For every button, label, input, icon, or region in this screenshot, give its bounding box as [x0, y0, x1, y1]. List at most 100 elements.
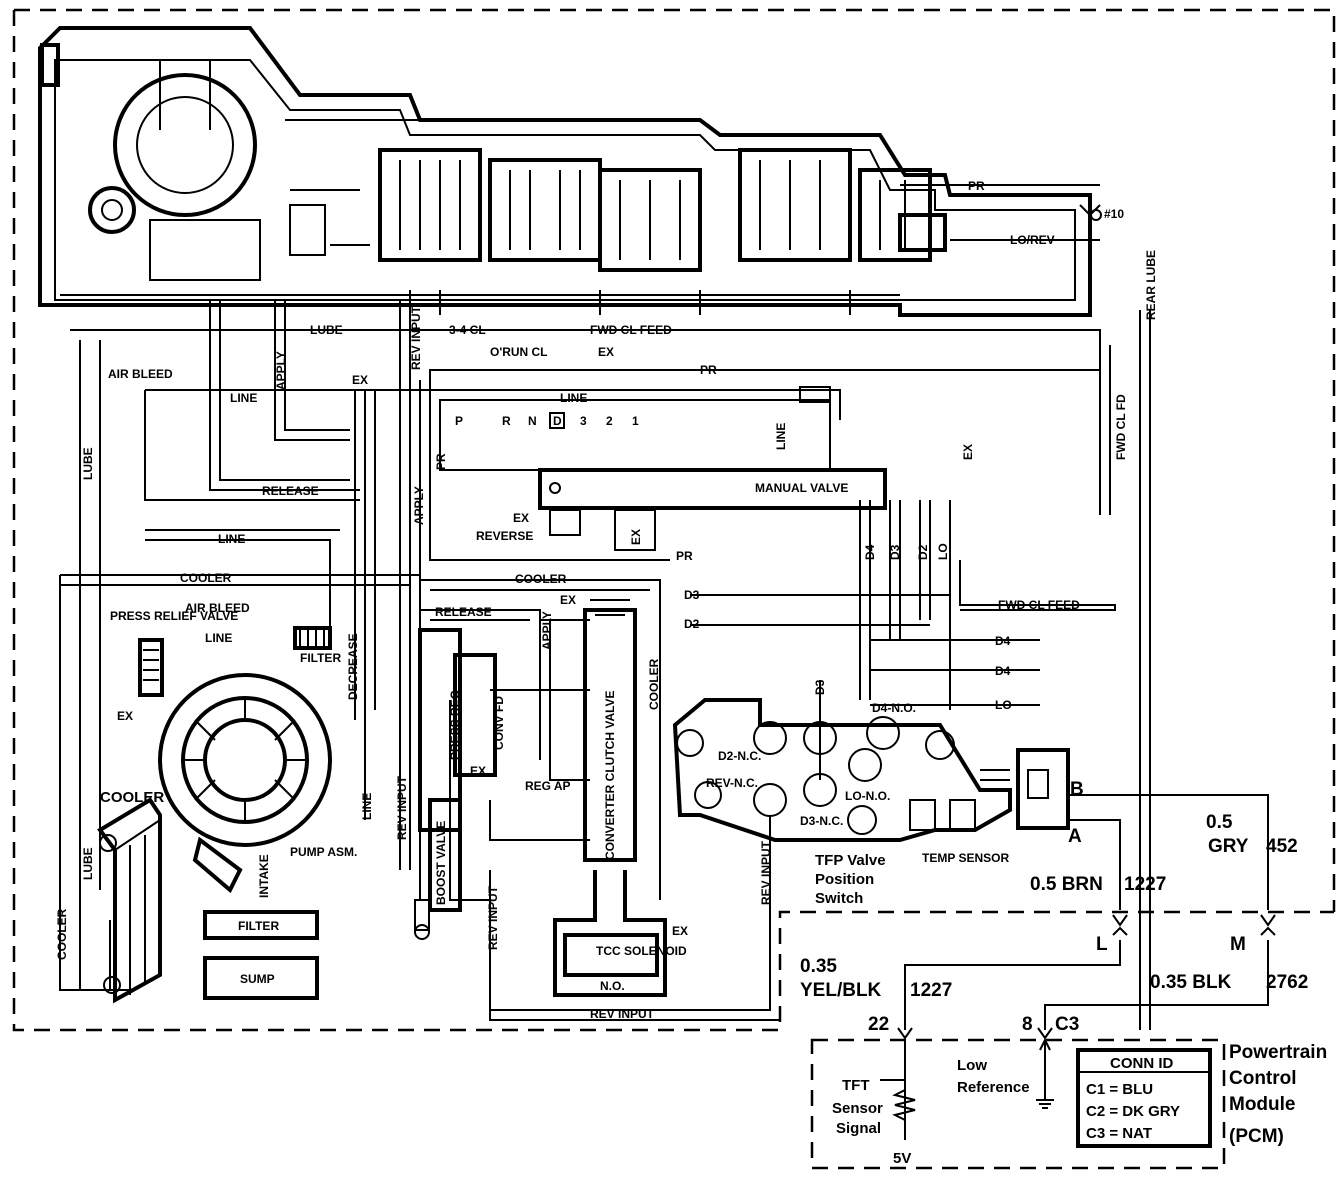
lube-vertical-label: LUBE	[81, 447, 95, 480]
prndl-p: P	[455, 414, 463, 428]
temp-sensor-label: TEMP SENSOR	[922, 851, 1009, 865]
d2-label: D2	[684, 617, 700, 631]
line-decrease-label: LINE	[360, 793, 374, 820]
filter-label: FILTER	[238, 919, 279, 933]
5v-label: 5V	[893, 1150, 911, 1167]
prndl-3: 3	[580, 414, 587, 428]
cooler-valve-label: COOLER	[647, 658, 661, 710]
hydraulic-labels: LUBE 3-4 CL FWD CL FEED O'RUN CL EX PR P…	[55, 179, 1158, 1021]
pr-lower-label: PR	[676, 549, 693, 563]
apply-lower-label: APPLY	[540, 611, 554, 650]
ex-right-label: EX	[961, 444, 975, 460]
pump-asm-label: PUMP ASM.	[290, 845, 357, 859]
press-reg-label: PRESS REG	[448, 690, 462, 760]
d4-upper-label: D4	[995, 634, 1011, 648]
d3-nc-label: D3-N.C.	[800, 814, 843, 828]
tcc-label: TCC SOLENOID	[596, 944, 687, 958]
gry-size-label: 0.5	[1206, 812, 1233, 833]
air-bleed-lower-label: AIR BLEED	[185, 601, 250, 615]
manual-valve-label: MANUAL VALVE	[755, 481, 848, 495]
conn-row-3: C3 = NAT	[1086, 1125, 1152, 1142]
apply-mid-label: APPLY	[412, 486, 426, 525]
cooler	[97, 797, 162, 1004]
blk-wire-label: 0.35 BLK	[1150, 972, 1232, 993]
prndl-n: N	[528, 414, 537, 428]
line-lower-label: LINE	[205, 631, 232, 645]
ex-reverse-label: EX	[513, 511, 529, 525]
rev-input-mid-label: REV INPUT	[395, 775, 409, 840]
d2-vertical-label: D2	[916, 544, 930, 560]
blk-circuit-label: 2762	[1266, 972, 1308, 993]
line-top-label: LINE	[230, 391, 257, 405]
electrical-wiring	[880, 794, 1269, 1140]
rev-input-right-label: REV INPUT	[759, 840, 773, 905]
pcm-labels: TFT Sensor Signal Low Reference 5V CONN …	[832, 1042, 1327, 1167]
prndl-indicator: P R N D 3 2 1	[455, 412, 639, 429]
d4-no-label: D4-N.O.	[872, 701, 916, 715]
lo-rev-label: LO/REV	[1010, 233, 1055, 247]
rev-nc-label: REV-N.C.	[706, 776, 758, 790]
sump-label: SUMP	[240, 972, 275, 986]
transmission-case	[38, 26, 1102, 317]
release-top-label: RELEASE	[262, 484, 319, 498]
fwd-cl-feed-top-label: FWD CL FEED	[590, 323, 672, 337]
lube-label: LUBE	[310, 323, 343, 337]
pump-assembly	[138, 626, 332, 894]
tft-label-1: TFT	[842, 1077, 870, 1094]
boost-valve-label: BOOST VALVE	[434, 821, 448, 905]
decrease-label: DECREASE	[346, 633, 360, 700]
converter-clutch-valve-label: CONVERTER CLUTCH VALVE	[603, 690, 617, 860]
sump-box	[203, 956, 319, 1000]
conn-id-box	[1076, 1048, 1212, 1148]
outer-dashed-border	[12, 8, 1336, 1032]
fwd-cl-feed-lower-label: FWD CL FEED	[998, 598, 1080, 612]
low-ref-label-1: Low	[957, 1057, 987, 1074]
reg-ap-label: REG AP	[525, 779, 571, 793]
press-relief-valve-label: PRESS RELIEF VALVE	[110, 609, 238, 623]
pr-label: PR	[700, 363, 717, 377]
rear-lube-label: REAR LUBE	[1144, 250, 1158, 320]
pcm-name-1: Powertrain	[1229, 1042, 1327, 1063]
ex-valve-label: EX	[560, 593, 576, 607]
lo-vertical-label: LO	[936, 543, 950, 560]
yel-color-label: YEL/BLK	[800, 980, 882, 1001]
manual-valve-assembly	[439, 386, 887, 551]
d3-vertical-label: D3	[888, 544, 902, 560]
prndl-r: R	[502, 414, 511, 428]
cooler-label: COOLER	[100, 789, 164, 806]
pcm-name-3: Module	[1229, 1094, 1296, 1115]
filter-box	[203, 910, 319, 940]
conn-m-label: M	[1230, 934, 1246, 955]
lube-lower-label: LUBE	[81, 847, 95, 880]
intake-label: INTAKE	[257, 854, 271, 898]
rev-input-top-label: REV INPUT	[409, 305, 423, 370]
pcm-dashed-box	[810, 1038, 1226, 1170]
pin-b-label: B	[1070, 779, 1084, 800]
lo-label: LO	[995, 698, 1012, 712]
prndl-d: D	[553, 414, 562, 428]
low-ref-label-2: Reference	[957, 1079, 1030, 1096]
pin22-label: 22	[868, 1014, 889, 1035]
tfp-switch-label: Switch	[815, 890, 863, 907]
orun-cl-label: O'RUN CL	[490, 345, 548, 359]
line-vertical-label: LINE	[774, 423, 788, 450]
cooler-mid-label: COOLER	[515, 572, 567, 586]
brn-wire-label: 0.5 BRN	[1030, 874, 1103, 895]
tfp-valve-label: TFP Valve	[815, 852, 886, 869]
conn-l-label: L	[1096, 934, 1108, 955]
conn-id-title: CONN ID	[1110, 1055, 1174, 1072]
cooler-vertical-label: COOLER	[55, 908, 69, 960]
tfp-position-label: Position	[815, 871, 874, 888]
cl34-label: 3-4 CL	[449, 323, 486, 337]
prndl-2: 2	[606, 414, 613, 428]
reverse-label: REVERSE	[476, 529, 533, 543]
lo-nc-label: LO-N.O.	[845, 789, 890, 803]
electrical-labels: B A 0.5 GRY 452 0.5 BRN 1227 L M 0.35 YE…	[800, 779, 1308, 1035]
filter-upper-label: FILTER	[300, 651, 341, 665]
yel-size-label: 0.35	[800, 956, 837, 977]
pressure-switch-plate	[672, 680, 1070, 905]
d4-lower-label: D4	[995, 664, 1011, 678]
d4-vertical-label: D4	[863, 544, 877, 560]
pcm-name-2: Control	[1229, 1068, 1297, 1089]
